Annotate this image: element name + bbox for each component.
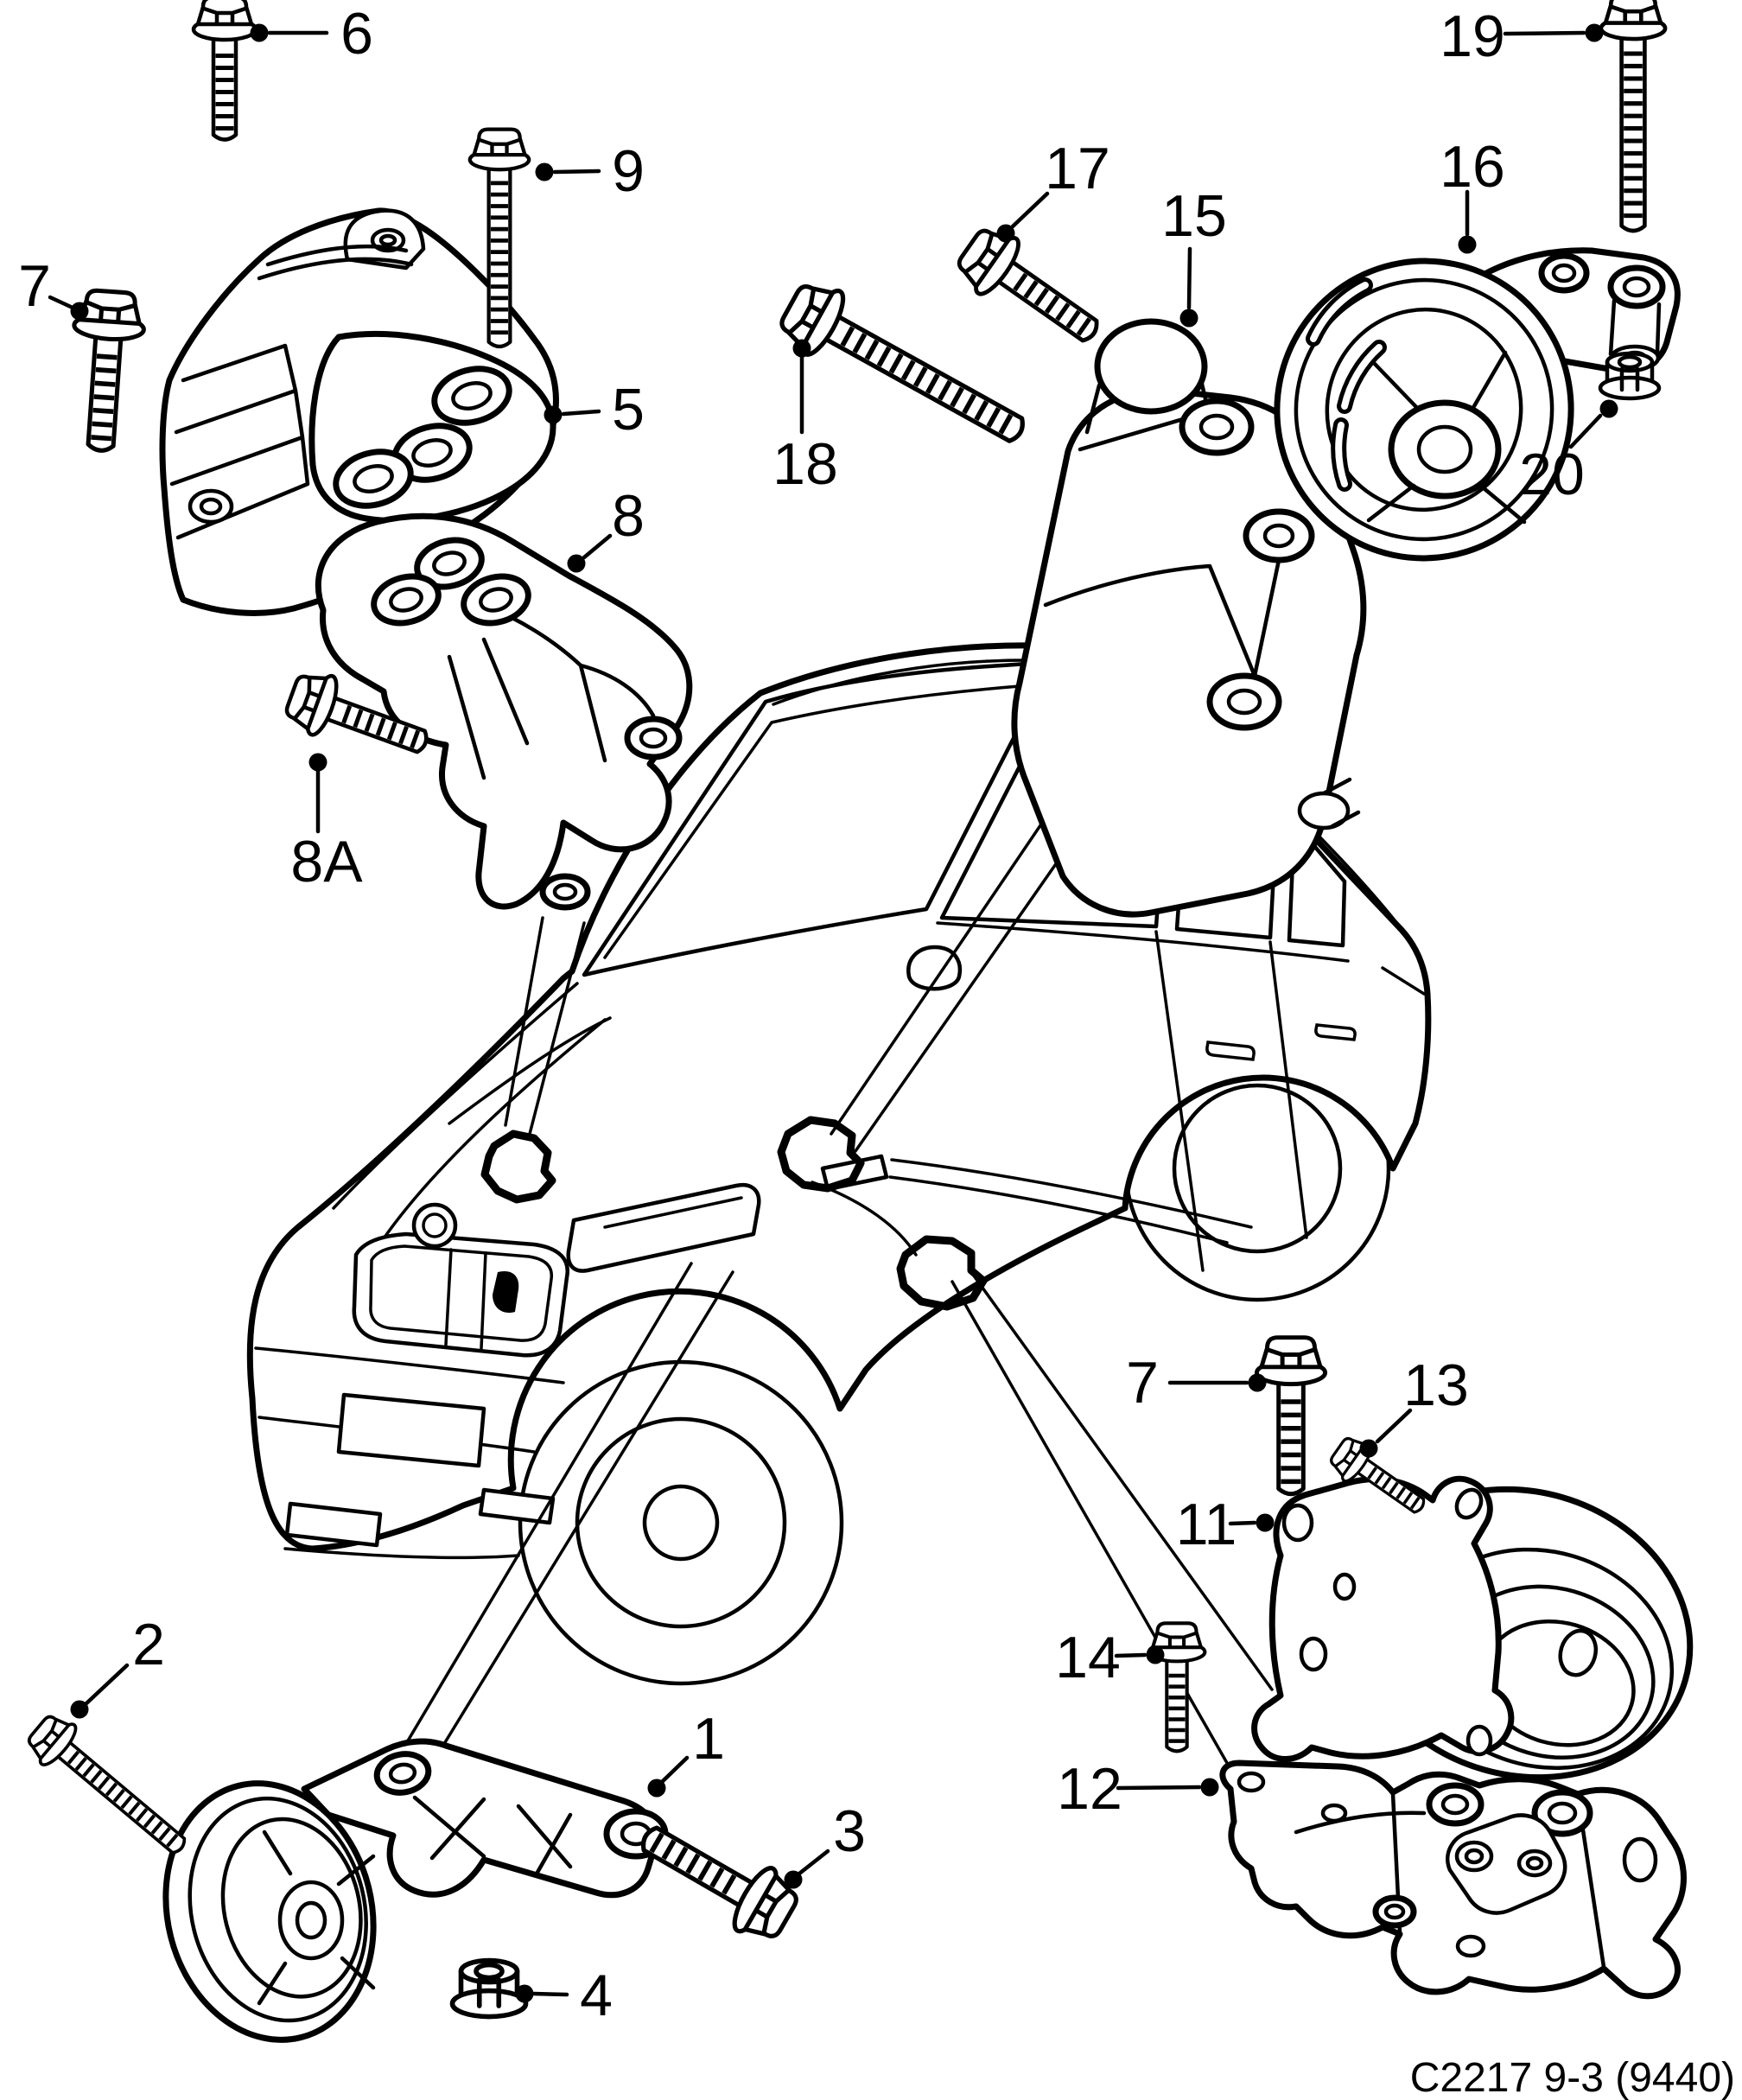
mount-location-fender	[896, 1235, 988, 1311]
part-12-lower-bracket	[1219, 1760, 1687, 2000]
fog-slot-left	[284, 1501, 383, 1548]
callout-20-label: 20	[1519, 442, 1585, 507]
bolt-3	[627, 1805, 804, 1949]
callout-7-right-label: 7	[1126, 1350, 1159, 1416]
bolt-19	[1601, 0, 1665, 231]
pointer-line-bracket8	[504, 916, 586, 1139]
callout-8A-label: 8A	[290, 829, 363, 894]
figure-caption: C2217 9-3 (9440)	[1410, 2055, 1735, 2100]
callout-9-label: 9	[612, 138, 645, 204]
license-recess	[336, 1392, 486, 1468]
callout-7-left-label: 7	[18, 253, 51, 319]
callout-6-label: 6	[340, 1, 373, 67]
bolt-2	[22, 1709, 198, 1868]
part-8-mount-bracket	[315, 512, 693, 911]
callout-2-label: 2	[132, 1612, 165, 1677]
part-1-front-mount	[162, 1738, 669, 2043]
callout-14-label: 14	[1055, 1625, 1121, 1690]
bolt-6	[194, 0, 256, 140]
bolt-7-right	[1256, 1338, 1325, 1494]
callout-12-label: 12	[1057, 1756, 1122, 1822]
callout-labels: 6 9 7 5 8 8A 17 15 18 19 16 20 2 1 3 4 7…	[18, 1, 1585, 2028]
grille	[352, 1231, 569, 1358]
fog-slot-right	[478, 1487, 556, 1525]
mount-location-hood-middle	[777, 1116, 865, 1193]
callout-11-label: 11	[1176, 1492, 1237, 1557]
saab-emblem	[411, 1202, 458, 1249]
callout-17-label: 17	[1045, 136, 1110, 201]
callout-3-label: 3	[833, 1798, 866, 1864]
nut-20	[1600, 353, 1659, 398]
part-15-engine-bracket	[1011, 318, 1367, 918]
callout-5-label: 5	[612, 377, 645, 442]
part-5-engine-mount	[159, 207, 559, 616]
part-16-torque-mount	[1274, 247, 1681, 562]
callout-13-label: 13	[1403, 1352, 1469, 1418]
headlight-left	[566, 1182, 761, 1273]
callout-15-label: 15	[1161, 183, 1227, 249]
front-wheel	[518, 1359, 844, 1686]
part-11-hydro-mount	[1251, 1475, 1694, 1781]
callout-4-label: 4	[580, 1963, 613, 2028]
callout-19-label: 19	[1440, 3, 1505, 69]
bolt-14	[1149, 1623, 1205, 1751]
mount-location-hood-left	[480, 1130, 556, 1204]
callout-18-label: 18	[772, 431, 838, 497]
nut-4	[453, 1961, 526, 2017]
bolt-17	[950, 219, 1113, 360]
callout-16-label: 16	[1440, 134, 1505, 200]
callout-8-label: 8	[612, 483, 645, 549]
pointer-line-mount1	[389, 1262, 734, 1784]
callout-1-label: 1	[692, 1706, 725, 1772]
callout-leaders	[48, 23, 1618, 2003]
